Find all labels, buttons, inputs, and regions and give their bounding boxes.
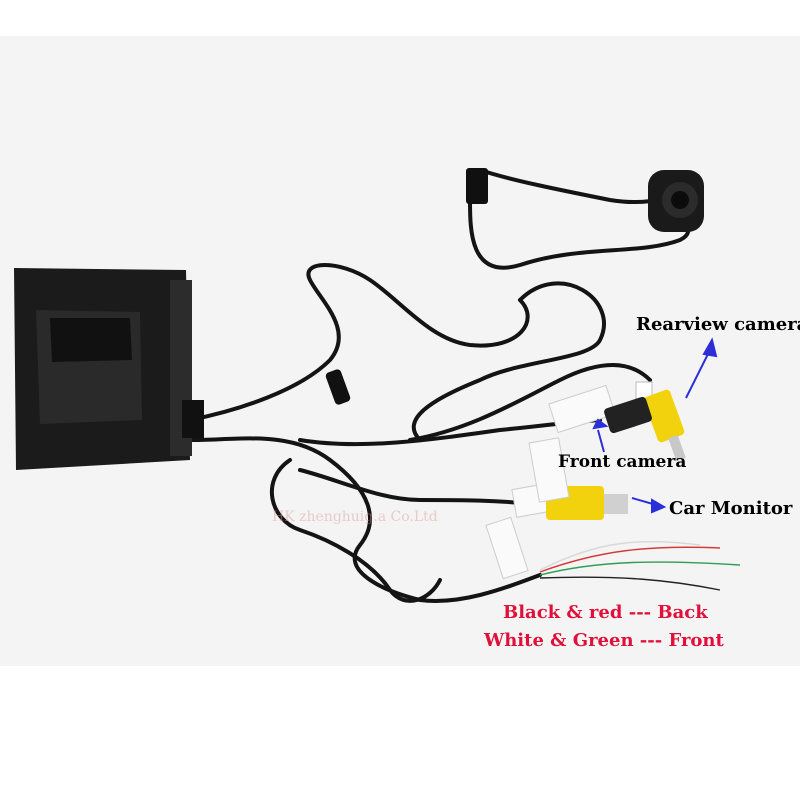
power-plug: [466, 168, 488, 204]
car-monitor-label: Car Monitor: [669, 498, 793, 519]
av-switch-box: [14, 268, 204, 470]
rearview-camera-label: Rearview camera: [636, 314, 800, 335]
ferrite-core: [325, 369, 351, 405]
watermark: HK zhenghuig.a Co.Ltd: [272, 509, 438, 525]
rear-camera-device: [648, 170, 704, 232]
cable-tag-lower: [485, 516, 529, 580]
wire-legend-back: Black & red --- Back: [503, 602, 708, 623]
cable-tag: [528, 437, 570, 503]
wire-legend-front: White & Green --- Front: [484, 630, 724, 651]
annotation-arrows: [592, 337, 718, 514]
trigger-wires: [539, 540, 741, 591]
front-camera-label: Front camera: [558, 452, 687, 472]
cable-bundle: [188, 168, 691, 603]
connector-front-camera: [548, 384, 652, 434]
